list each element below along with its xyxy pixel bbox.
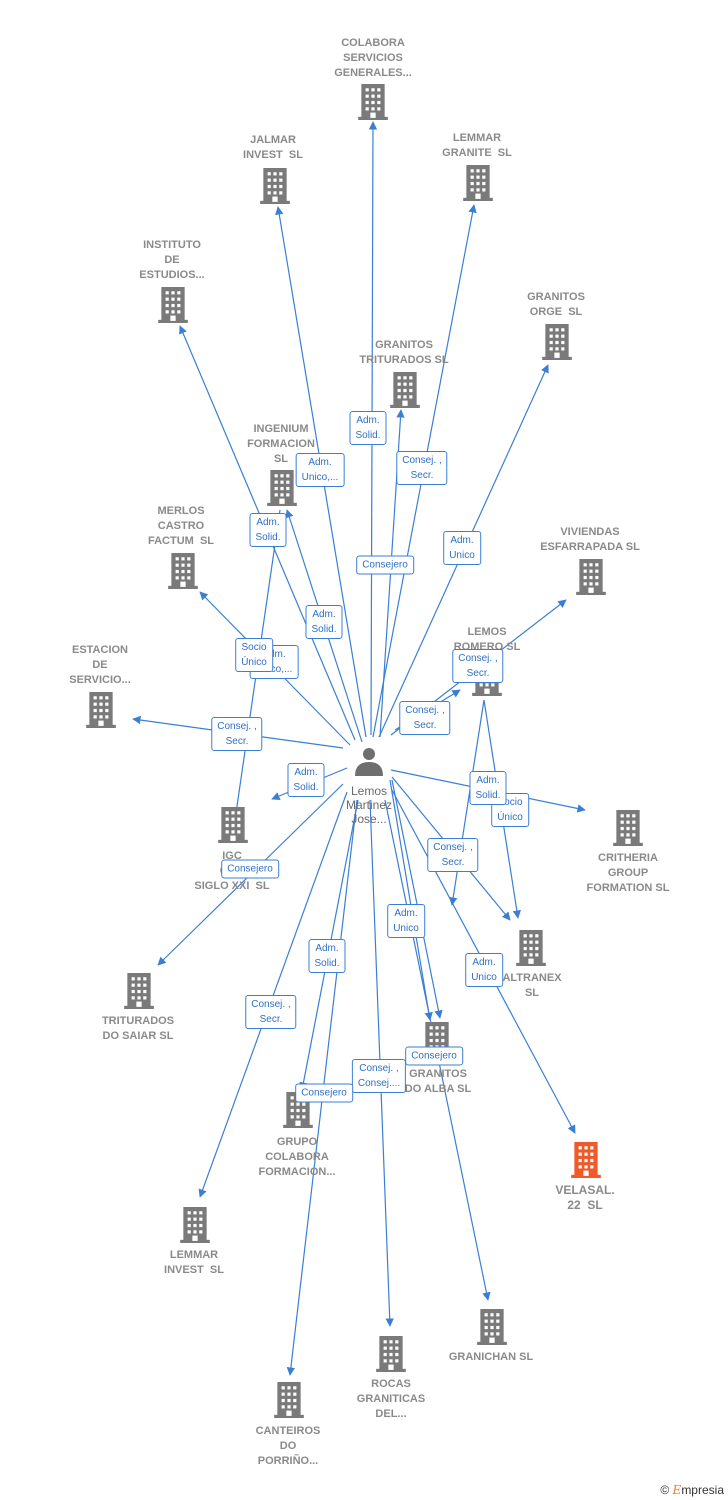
building-icon-rocas[interactable] [376, 1336, 406, 1372]
relation-badge[interactable]: Consejero [356, 555, 414, 575]
relation-badge[interactable]: Socio Único [235, 638, 273, 672]
center-person-label[interactable]: Lemos Martinez Jose... [345, 784, 393, 826]
relation-badge[interactable]: Consej. , Secr. [452, 649, 504, 683]
company-label-estacion[interactable]: ESTACION DE SERVICIO... [69, 644, 131, 686]
relation-badge[interactable]: Consejero [221, 859, 279, 879]
relation-badge[interactable]: Adm. Unico [465, 953, 503, 987]
relation-badge[interactable]: Adm. Unico,... [295, 453, 345, 487]
company-label-granitos-orge[interactable]: GRANITOS ORGE SL [527, 291, 585, 318]
relation-badge[interactable]: Adm. Solid. [249, 513, 287, 547]
relation-badge[interactable]: Consej. , Secr. [211, 717, 263, 751]
relation-badge[interactable]: Consejero [295, 1083, 353, 1103]
relation-badge[interactable]: Adm. Solid. [469, 771, 507, 805]
edge-line [391, 779, 443, 1019]
company-label-grupo-colabora[interactable]: GRUPO COLABORA FORMACION... [258, 1136, 336, 1178]
company-label-critheria[interactable]: CRITHERIA GROUP FORMATION SL [586, 852, 670, 894]
brand-name: mpresia [681, 1483, 724, 1497]
brand-e: E [672, 1483, 682, 1497]
relation-badge[interactable]: Consej. , Secr. [396, 451, 448, 485]
company-label-jalmar[interactable]: JALMAR INVEST SL [243, 134, 303, 161]
edge-line [198, 791, 348, 1198]
company-label-granichan[interactable]: GRANICHAN SL [448, 1351, 534, 1363]
company-label-ingenium[interactable]: INGENIUM FORMACION SL [247, 423, 315, 465]
company-label-colabora[interactable]: COLABORA SERVICIOS GENERALES... [334, 37, 412, 79]
company-label-lemmar-granite[interactable]: LEMMAR GRANITE SL [442, 132, 512, 159]
building-icon-viviendas[interactable] [576, 559, 606, 595]
relation-badge[interactable]: Adm. Solid. [308, 939, 346, 973]
company-label-lemmar-invest[interactable]: LEMMAR INVEST SL [164, 1249, 224, 1276]
building-icon-instituto[interactable] [158, 287, 188, 323]
relation-badge[interactable]: Consej. , Consej.... [351, 1059, 407, 1093]
relation-badge[interactable]: Consej. , Secr. [245, 995, 297, 1029]
building-icon-granichan[interactable] [477, 1309, 507, 1345]
building-icon-granitos-triturados[interactable] [390, 372, 420, 408]
building-icon-altranex[interactable] [516, 930, 546, 966]
edge-line [389, 779, 433, 1021]
company-label-velasal[interactable]: VELASAL. 22 SL [555, 1183, 615, 1212]
building-icon-merlos[interactable] [168, 553, 198, 589]
copyright-icon: © [660, 1483, 670, 1497]
company-label-rocas[interactable]: ROCAS GRANITICAS DEL... [356, 1378, 426, 1420]
building-icon-igc[interactable] [218, 807, 248, 843]
company-label-granitos-alba[interactable]: GRANITOS DO ALBA SL [404, 1068, 472, 1095]
company-label-merlos[interactable]: MERLOS CASTRO FACTUM SL [148, 505, 214, 547]
building-icon-granitos-orge[interactable] [542, 324, 572, 360]
building-icon-triturados-saiar[interactable] [124, 973, 154, 1009]
relation-badge[interactable]: Consejero [405, 1046, 463, 1066]
company-label-granitos-triturados[interactable]: GRANITOS TRITURADOS SL [359, 339, 449, 366]
relation-badge[interactable]: Consej. , Secr. [399, 701, 451, 735]
building-icon-canteiros[interactable] [274, 1382, 304, 1418]
relation-badge[interactable]: Adm. Solid. [349, 411, 387, 445]
building-icon-jalmar[interactable] [260, 168, 290, 204]
building-icon-lemmar-granite[interactable] [463, 165, 493, 201]
building-icon-velasal[interactable] [571, 1142, 601, 1178]
building-icon-ingenium[interactable] [267, 470, 297, 506]
company-label-altranex[interactable]: ALTRANEX SL [502, 972, 562, 999]
relation-badge[interactable]: Adm. Unico [443, 531, 481, 565]
building-icon-critheria[interactable] [613, 810, 643, 846]
company-label-instituto[interactable]: INSTITUTO DE ESTUDIOS... [139, 239, 205, 281]
relation-badge[interactable]: Adm. Unico [387, 904, 425, 938]
footer-brand: © Empresia [660, 1483, 724, 1497]
building-icon-estacion[interactable] [86, 692, 116, 728]
company-label-viviendas[interactable]: VIVIENDAS ESFARRAPADA SL [540, 526, 640, 553]
relation-badge[interactable]: Adm. Solid. [305, 605, 343, 639]
person-icon[interactable] [355, 748, 383, 776]
building-icon-lemmar-invest[interactable] [180, 1207, 210, 1243]
relation-badge[interactable]: Adm. Solid. [287, 763, 325, 797]
building-icon-colabora[interactable] [358, 84, 388, 120]
company-label-triturados-saiar[interactable]: TRITURADOS DO SAIAR SL [101, 1015, 175, 1042]
relation-badge[interactable]: Consej. , Secr. [427, 838, 479, 872]
company-label-canteiros[interactable]: CANTEIROS DO PORRIÑO... [255, 1425, 321, 1467]
